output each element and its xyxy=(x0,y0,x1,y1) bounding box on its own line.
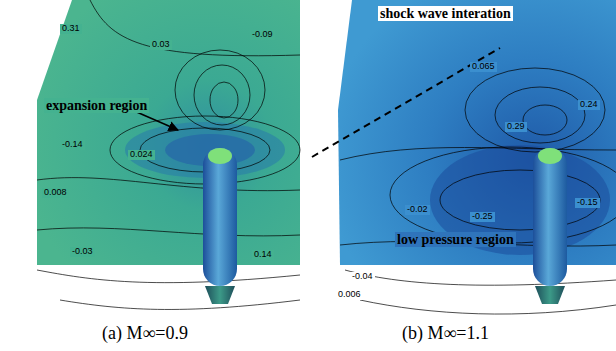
subfigure-caption: (a) M∞=0.9 xyxy=(100,324,190,344)
store-body xyxy=(203,148,567,304)
contour-value: 0.29 xyxy=(505,122,527,132)
contour-value: 0.03 xyxy=(150,40,172,50)
contour-value: -0.02 xyxy=(405,205,430,215)
contour-line xyxy=(37,0,300,309)
shock-line xyxy=(312,48,500,157)
contour-value: 0.31 xyxy=(60,24,82,34)
contour-value: -0.04 xyxy=(350,272,375,282)
contour-value: -0.25 xyxy=(470,212,495,222)
contour-line xyxy=(340,68,616,314)
contour-value: -0.15 xyxy=(575,198,600,208)
wing-surface xyxy=(338,0,616,265)
contour-value: 0.008 xyxy=(42,188,69,198)
contour-value: -0.14 xyxy=(60,140,85,150)
annotation-label: expansion region xyxy=(44,98,149,113)
wing-surface xyxy=(37,0,300,265)
annotation-label: shock wave interation xyxy=(378,6,513,21)
contour-value: -0.03 xyxy=(70,247,95,257)
contour-value: 0.24 xyxy=(578,100,600,110)
contour-value: -0.09 xyxy=(250,30,275,40)
contour-value: 0.065 xyxy=(470,62,497,72)
subfigure-caption: (b) M∞=1.1 xyxy=(400,324,491,344)
contour-value: 0.006 xyxy=(336,290,363,300)
contour-value: 0.024 xyxy=(128,150,155,160)
contour-value: 0.14 xyxy=(252,250,274,260)
annotation-label: low pressure region xyxy=(395,232,516,247)
